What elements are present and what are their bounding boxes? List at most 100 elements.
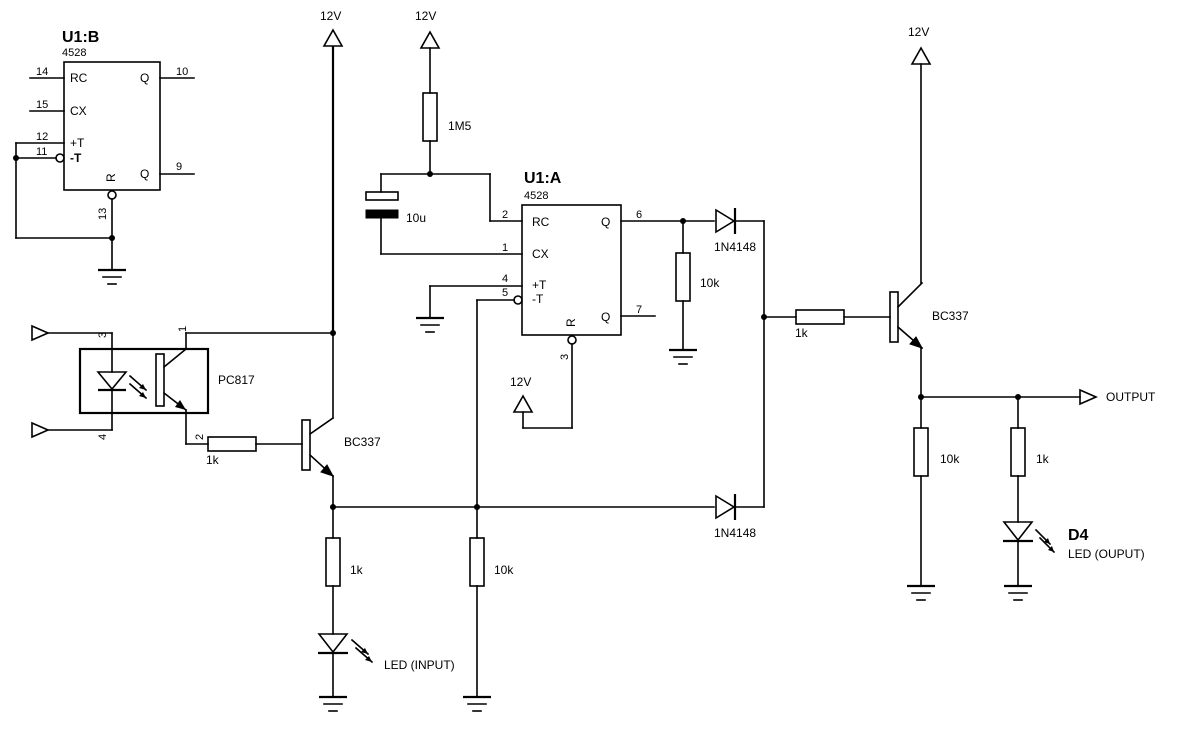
resistor-1k-led-in	[325, 537, 341, 587]
vcc-arrow-icon	[419, 30, 441, 49]
u1a-pin-q-label: Q	[601, 215, 610, 229]
u1a-pin-r-label: R	[564, 318, 578, 327]
timing-network: 12V 1M5 10u	[365, 9, 523, 255]
opto-pin-1: 1	[177, 326, 189, 332]
vcc-label: 12V	[320, 9, 341, 23]
resistor-1k-base-in	[207, 436, 257, 452]
resistor-1m5	[422, 92, 438, 142]
ground-icon	[98, 268, 126, 285]
u1b-pin-num-rc: 14	[36, 66, 48, 78]
led-in-label: LED (INPUT)	[384, 658, 455, 672]
u1b-ref: U1:B	[62, 29, 99, 46]
resistor-10k-label: 10k	[700, 276, 720, 290]
input-arrow-icon	[31, 324, 50, 342]
u1b-pin-cx-label: CX	[70, 104, 87, 118]
ground-icon	[669, 348, 697, 365]
u1a-pin-nt-label: -T	[532, 292, 544, 306]
junction-dot	[13, 155, 19, 161]
vcc-arrow-icon	[322, 28, 344, 47]
u1b-chip: U1:B 4528 RC CX +T -T Q Q R 14 15 12 11 …	[13, 29, 195, 285]
ground-icon	[416, 316, 444, 333]
ground-icon	[1004, 584, 1032, 601]
ground-icon	[907, 584, 935, 601]
capacitor-10u-plate-top	[365, 191, 399, 201]
ground-icon	[463, 695, 491, 712]
u1b-pin-num-q: 10	[176, 66, 188, 78]
opto-pin-4: 4	[97, 434, 109, 440]
u1a-body	[521, 204, 622, 336]
transistor-out-label: BC337	[932, 309, 969, 323]
diode-top-icon	[715, 208, 737, 234]
u1a-chip: U1:A 4528 RC CX +T -T Q Q R 2 1 4 5 6 7 …	[416, 170, 715, 508]
u1b-part: 4528	[62, 47, 86, 59]
u1a-pin-pt-label: +T	[532, 278, 547, 292]
u1a-ref: U1:A	[524, 170, 562, 187]
output-label: OUTPUT	[1106, 390, 1156, 404]
resistor-10k-out	[913, 427, 929, 477]
u1a-pin-rc-label: RC	[532, 215, 550, 229]
u1a-pin-num-cx: 1	[502, 242, 508, 254]
resistor-10k-emitter	[469, 537, 485, 587]
diode-or-network: 10k 1N4148 1N4148	[669, 208, 767, 540]
u1a-pin-nt-bubble	[513, 295, 523, 305]
u1b-pin-nt-bubble	[55, 153, 65, 163]
u1a-pin-num-pt: 4	[502, 273, 508, 285]
opto-pin-2: 2	[194, 434, 206, 440]
u1b-pin-num-cx: 15	[36, 99, 48, 111]
opto-label: PC817	[218, 373, 255, 387]
resistor-1m5-label: 1M5	[448, 119, 472, 133]
output-arrow-icon	[1079, 388, 1098, 406]
optocoupler: 3 4 1 PC817 2 1k	[31, 324, 334, 467]
u1a-pin-r-bubble	[567, 335, 577, 345]
u1b-pin-qn-label: Q	[140, 167, 149, 181]
resistor-1k-led-out	[1010, 427, 1026, 477]
u1b-pin-r-label: R	[104, 173, 118, 182]
resistor-10k-emitter-label: 10k	[494, 563, 514, 577]
u1a-pin-num-nt: 5	[502, 287, 508, 299]
vcc-label: 12V	[510, 375, 531, 389]
u1a-pin-cx-label: CX	[532, 247, 549, 261]
diode-bottom-label: 1N4148	[714, 526, 756, 540]
u1a-pin-num-rc: 2	[502, 209, 508, 221]
led-out-icon	[1002, 521, 1056, 554]
led-in-icon	[317, 633, 374, 664]
resistor-1k-led-out-label: 1k	[1036, 452, 1050, 466]
junction-dot	[109, 235, 115, 241]
u1a-pin-qn-label: Q	[601, 310, 610, 324]
capacitor-10u-label: 10u	[406, 211, 426, 225]
resistor-1k-base-out	[795, 309, 845, 325]
u1a-pin-num-qn: 7	[636, 304, 642, 316]
diode-top-label: 1N4148	[714, 240, 756, 254]
u1b-body	[63, 61, 161, 191]
led-out-ref: D4	[1068, 527, 1089, 544]
u1b-pin-num-qn: 9	[176, 161, 182, 173]
input-stage: BC337 1k LED (INPUT) 10k	[301, 416, 715, 712]
output-stage: 1k BC337 12V OUTPUT 10k 1k	[763, 25, 1156, 601]
vcc-rail-left: 12V	[320, 9, 344, 419]
vcc-arrow-icon	[910, 46, 932, 65]
resistor-1k-base-out-label: 1k	[795, 326, 809, 340]
transistor-out-icon	[889, 281, 924, 350]
u1b-pin-rc-label: RC	[70, 71, 88, 85]
u1a-part: 4528	[524, 190, 548, 202]
u1b-pin-q-label: Q	[140, 71, 149, 85]
vcc-label: 12V	[415, 9, 436, 23]
u1a-pin-num-q: 6	[636, 209, 642, 221]
opto-body	[78, 347, 210, 415]
diode-bottom-icon	[715, 494, 737, 520]
resistor-10k	[675, 252, 691, 302]
u1a-pin-num-r: 3	[559, 354, 571, 360]
transistor-in-label: BC337	[344, 435, 381, 449]
resistor-10k-out-label: 10k	[940, 452, 960, 466]
input-arrow-icon	[31, 421, 50, 439]
u1b-pin-num-nt: 11	[36, 146, 47, 158]
transistor-in-icon	[301, 416, 335, 478]
vcc-label: 12V	[908, 25, 929, 39]
u1b-pin-num-r: 13	[97, 208, 109, 220]
capacitor-10u-plate-bottom	[365, 209, 399, 219]
u1b-pin-r-bubble	[107, 190, 117, 200]
resistor-1k-base-in-label: 1k	[206, 453, 220, 467]
vcc-arrow-icon	[512, 394, 534, 413]
u1b-pin-pt-label: +T	[70, 136, 85, 150]
opto-led-icon	[96, 371, 148, 400]
